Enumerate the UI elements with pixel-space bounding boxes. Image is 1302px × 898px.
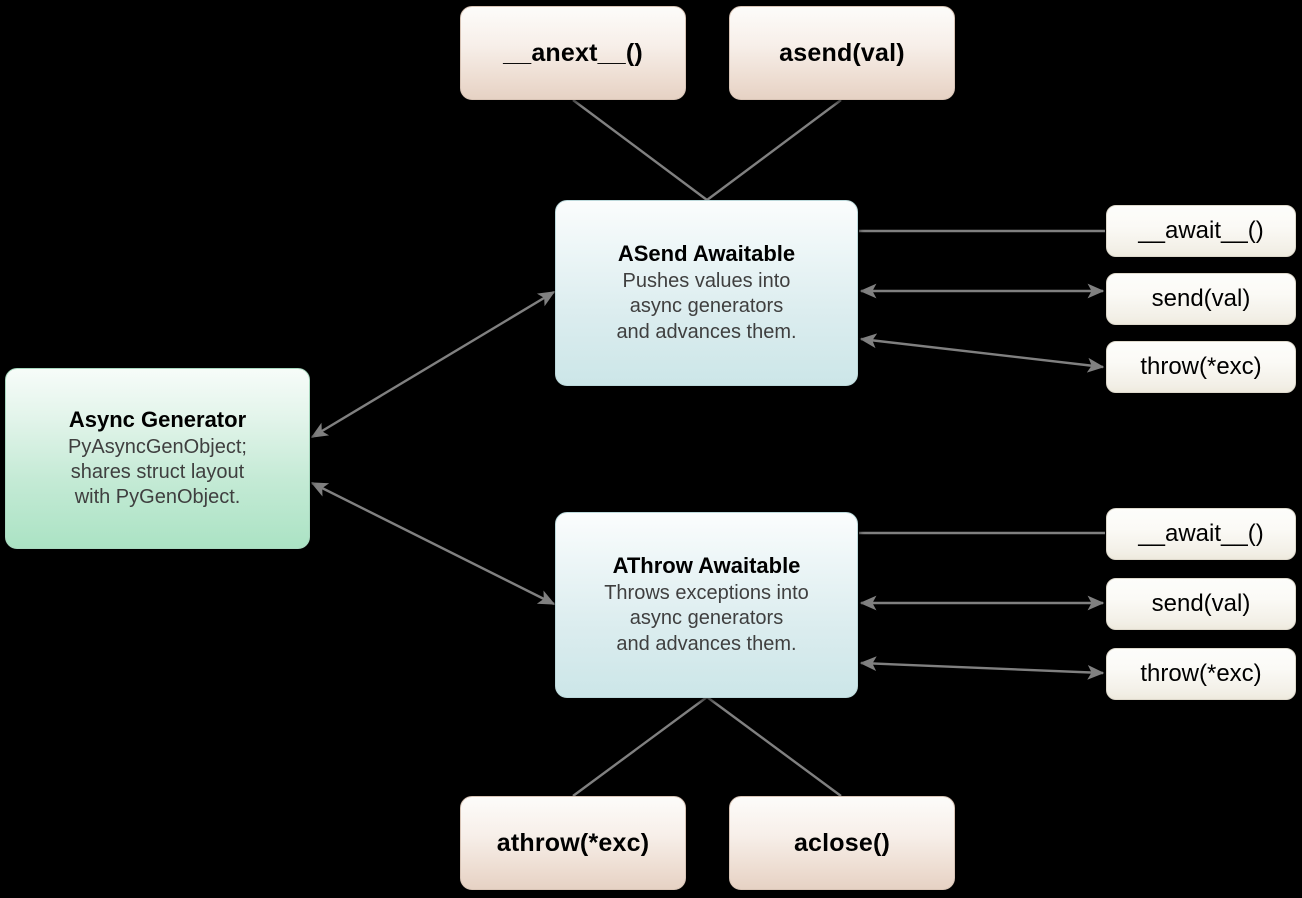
node-async-generator[interactable]: Async Generator PyAsyncGenObject; shares… — [5, 368, 310, 549]
node-athrow-awaitable-description: Throws exceptions into async generators … — [604, 582, 809, 655]
node-asend-method[interactable]: asend(val) — [729, 6, 955, 100]
node-async-generator-heading: Async Generator — [68, 406, 247, 432]
node-anext[interactable]: __anext__() — [460, 6, 686, 100]
edge-athrow-throw — [859, 656, 1105, 680]
node-asend-awaitable-heading: ASend Awaitable — [617, 241, 796, 267]
node-async-generator-description: PyAsyncGenObject; shares struct layout w… — [68, 435, 247, 509]
node-asend-await-label: __await__() — [1138, 217, 1264, 244]
node-athrow-send-label: send(val) — [1151, 590, 1251, 617]
node-athrow-await-label: __await__() — [1138, 520, 1264, 547]
node-asend-awaitable-description: Pushes values into async generators and … — [616, 270, 797, 343]
node-aclose-method-label: aclose() — [793, 828, 891, 857]
node-asend-awaitable[interactable]: ASend Awaitable Pushes values into async… — [555, 200, 858, 386]
node-anext-label: __anext__() — [503, 38, 643, 67]
node-asend-await[interactable]: __await__() — [1106, 205, 1296, 257]
node-asend-send-label: send(val) — [1151, 285, 1251, 312]
edge-asend-throw — [859, 333, 1105, 373]
node-athrow-throw-label: throw(*exc) — [1140, 660, 1262, 687]
edge-root-to-asend-awaitable — [310, 290, 556, 439]
edge-athrow-awaitable-to-aclose — [706, 696, 842, 797]
node-athrow-method-label: athrow(*exc) — [496, 828, 650, 857]
node-athrow-awaitable[interactable]: AThrow Awaitable Throws exceptions into … — [555, 512, 858, 698]
node-athrow-method[interactable]: athrow(*exc) — [460, 796, 686, 890]
node-asend-throw[interactable]: throw(*exc) — [1106, 341, 1296, 393]
edge-asend-to-asend-awaitable — [706, 99, 842, 201]
node-athrow-await[interactable]: __await__() — [1106, 508, 1296, 560]
node-asend-method-label: asend(val) — [779, 38, 905, 67]
edge-athrow-awaitable-to-athrow — [572, 696, 708, 797]
node-asend-throw-label: throw(*exc) — [1140, 353, 1262, 380]
node-athrow-send[interactable]: send(val) — [1106, 578, 1296, 630]
node-athrow-throw[interactable]: throw(*exc) — [1106, 648, 1296, 700]
edge-anext-to-asend-awaitable — [572, 99, 708, 201]
node-aclose-method[interactable]: aclose() — [729, 796, 955, 890]
node-athrow-awaitable-heading: AThrow Awaitable — [612, 553, 801, 579]
node-asend-send[interactable]: send(val) — [1106, 273, 1296, 325]
edge-root-to-athrow-awaitable — [310, 481, 556, 606]
